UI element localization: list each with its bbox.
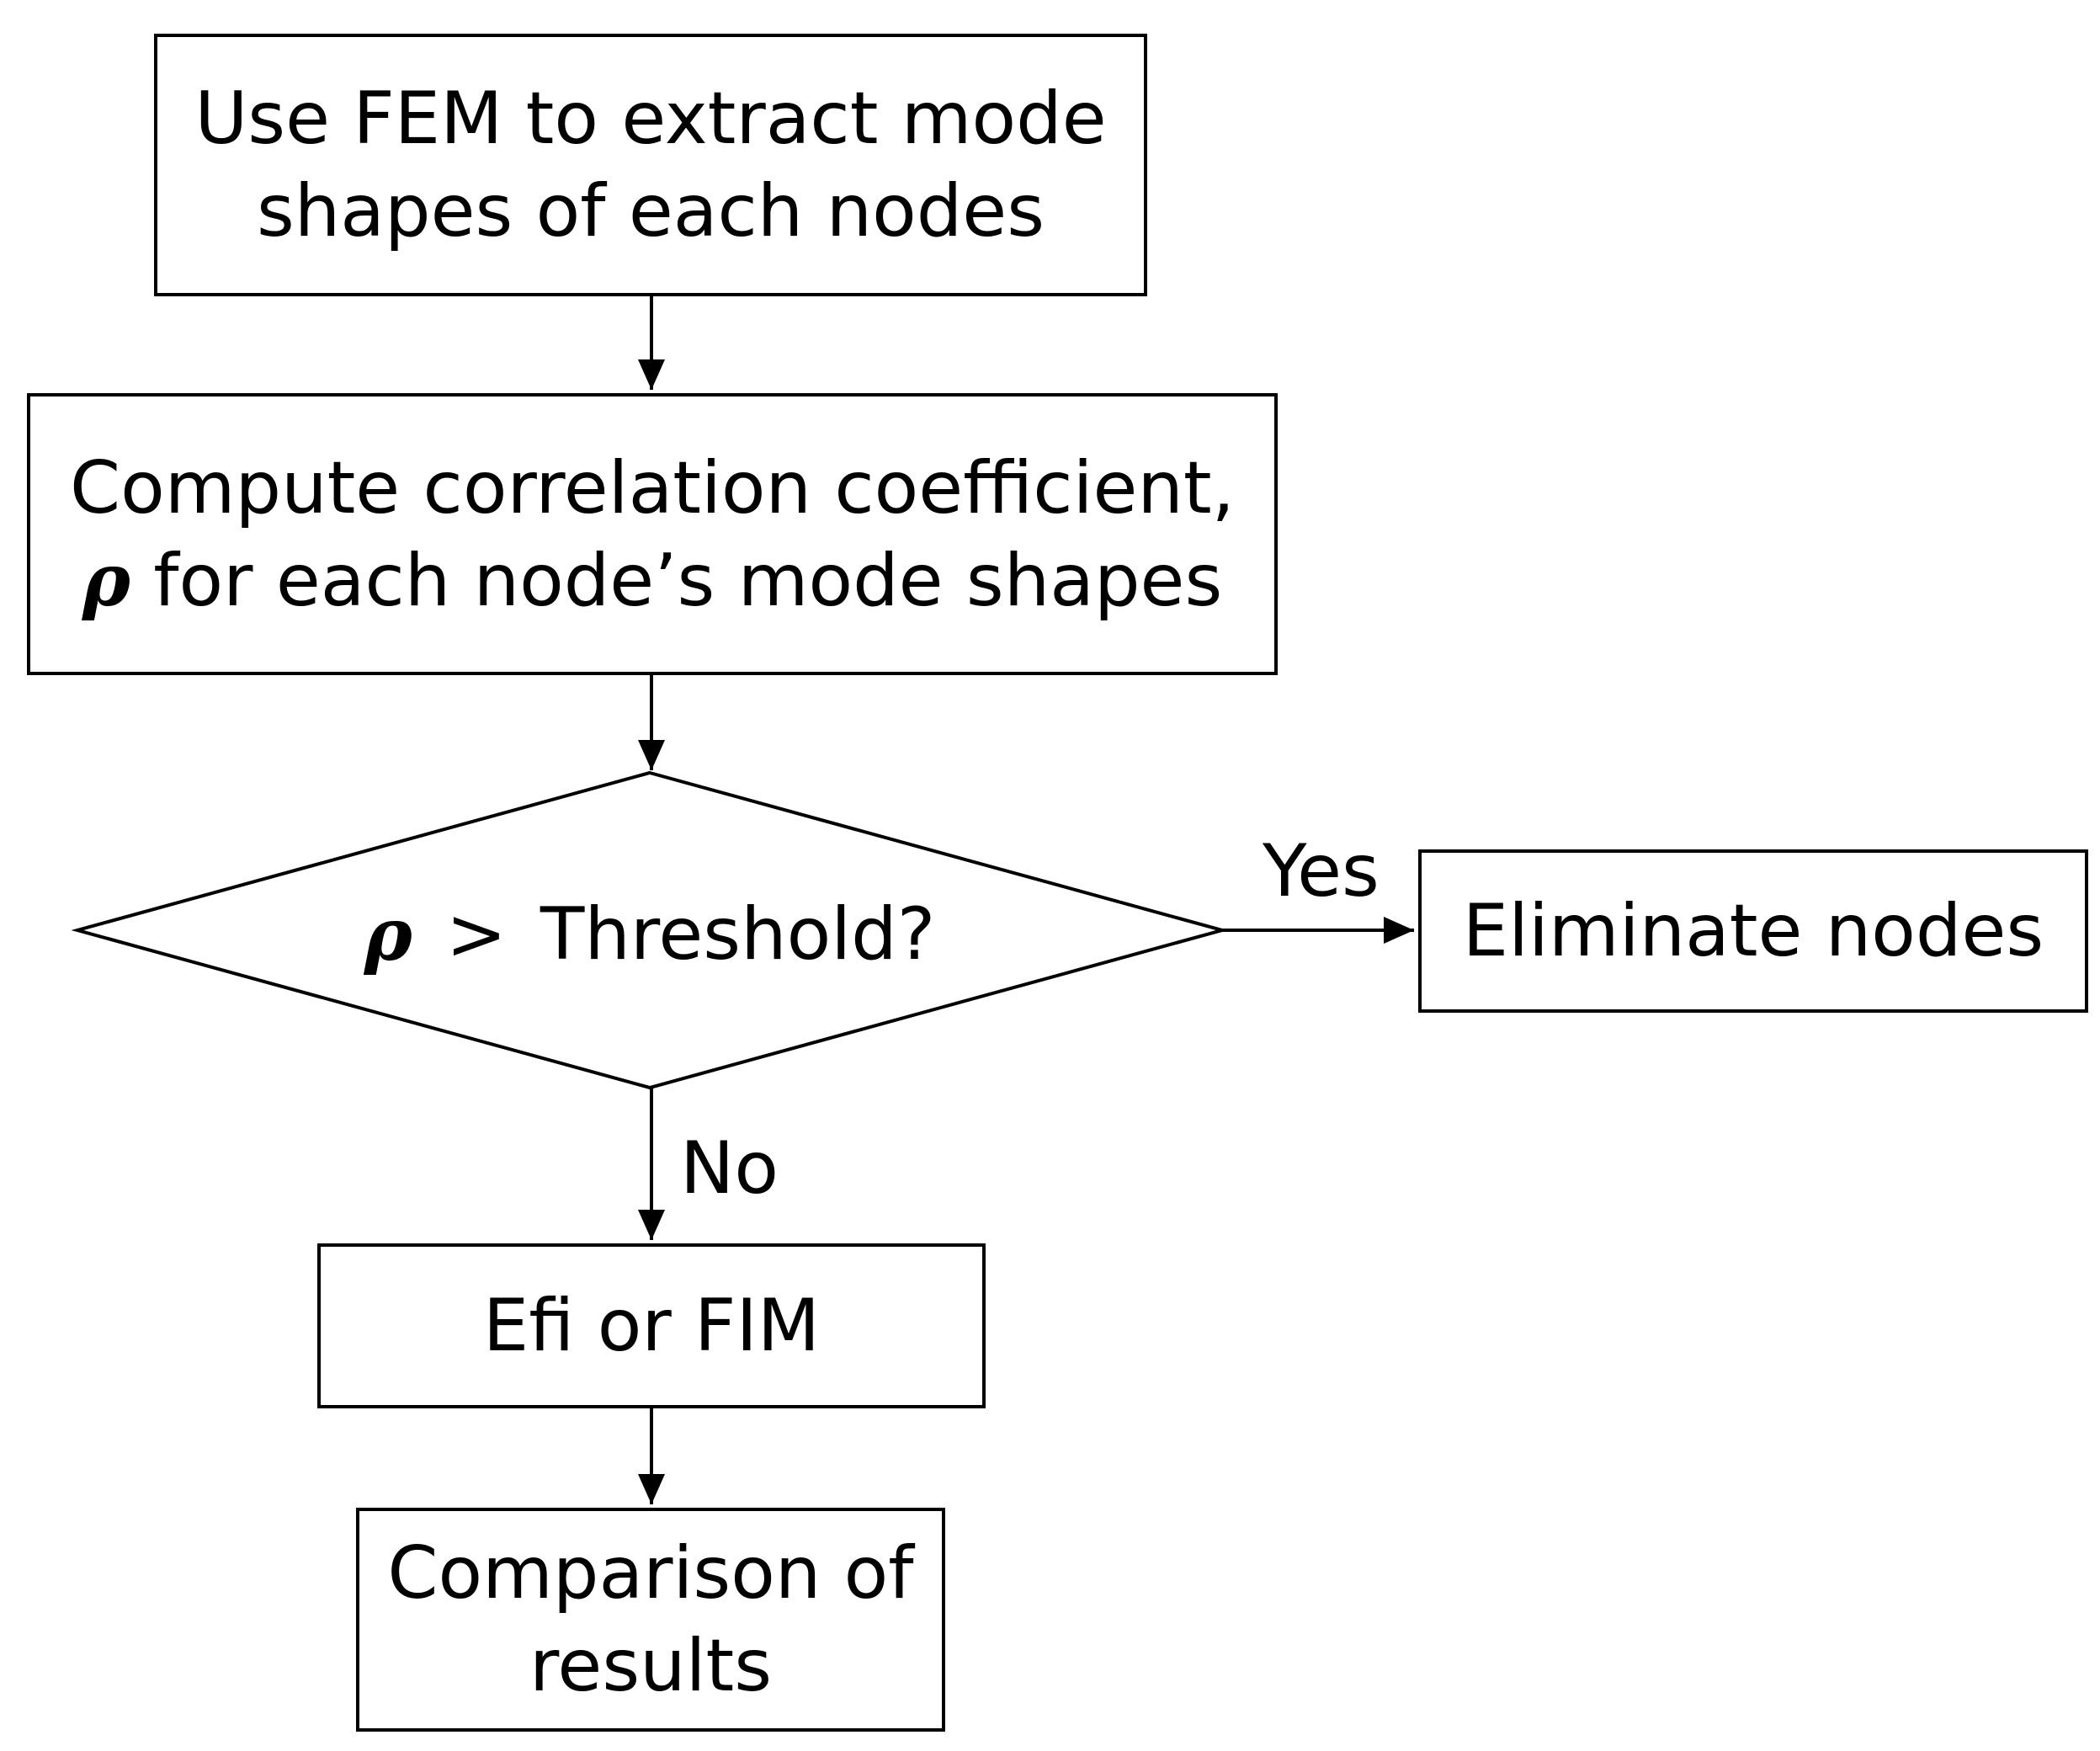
- decision-rho-symbol: ρ: [364, 891, 412, 977]
- step-eliminate-text: Eliminate nodes: [1462, 889, 2044, 973]
- step-efi-fim-text: Efi or FIM: [482, 1284, 821, 1368]
- step-extract-line2: shapes of each nodes: [256, 169, 1045, 253]
- rho-symbol: ρ: [82, 537, 130, 623]
- step-compute-line1: Compute correlation coefficient,: [70, 445, 1235, 530]
- step-extract-line1: Use FEM to extract mode: [194, 77, 1107, 161]
- step-eliminate-nodes: Eliminate nodes: [1418, 849, 2088, 1013]
- edge-label-no: No: [680, 1126, 779, 1211]
- step-extract-mode-shapes: Use FEM to extract mode shapes of each n…: [154, 34, 1147, 296]
- step-comparison-of-results: Comparison of results: [356, 1508, 945, 1732]
- step-comparison-line1: Comparison of: [387, 1531, 914, 1615]
- step-compute-line2: ρ for each node’s mode shapes: [82, 535, 1223, 627]
- decision-label: ρ > Threshold?: [77, 876, 1222, 993]
- step-compute-correlation: Compute correlation coefficient, ρ for e…: [27, 393, 1278, 675]
- decision-text: Threshold?: [540, 892, 936, 977]
- step-efi-or-fim: Efi or FIM: [317, 1243, 986, 1408]
- edge-label-yes: Yes: [1263, 829, 1380, 913]
- step-comparison-line2: results: [529, 1624, 773, 1708]
- step-compute-line2-text: for each node’s mode shapes: [130, 538, 1223, 623]
- decision-operator: >: [445, 892, 507, 977]
